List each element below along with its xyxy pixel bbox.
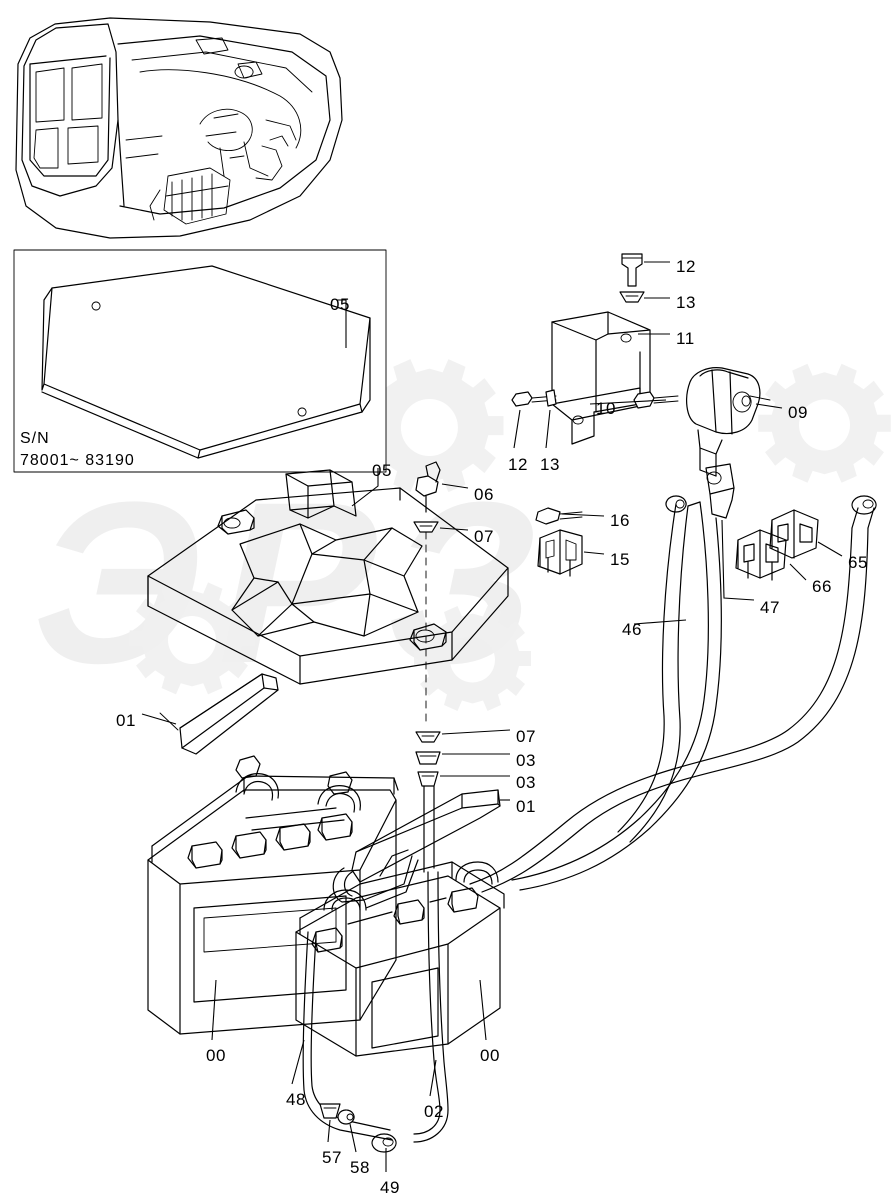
- connector-15-16: [535, 507, 583, 577]
- sn-label: S/N: [20, 430, 50, 447]
- callout-07-upper: 07: [474, 527, 494, 546]
- callout-13-left: 13: [540, 455, 560, 474]
- callout-02: 02: [424, 1102, 444, 1121]
- callout-06: 06: [474, 485, 494, 504]
- callout-48: 48: [286, 1090, 306, 1109]
- callout-05-tray: 05: [330, 295, 350, 314]
- callout-00-right: 00: [480, 1046, 500, 1065]
- rod-01-left: [159, 673, 279, 755]
- solenoid-09: [686, 367, 771, 477]
- callout-46: 46: [622, 620, 642, 639]
- callout-12-top: 12: [676, 257, 696, 276]
- bracket-assembly: [511, 253, 679, 445]
- cable-harness: [469, 463, 877, 893]
- battery-tray: [147, 461, 509, 725]
- callout-58: 58: [350, 1158, 370, 1177]
- callout-65: 65: [848, 553, 868, 572]
- callout-15: 15: [610, 550, 630, 569]
- fastener-stack: [351, 731, 501, 883]
- callout-11: 11: [676, 329, 695, 348]
- battery-assembly: [147, 755, 505, 1153]
- machine-overview-illustration: [15, 17, 343, 239]
- callout-12-left: 12: [508, 455, 528, 474]
- callout-10: 10: [596, 399, 616, 418]
- callout-09: 09: [788, 403, 808, 422]
- sn-range: 78001~ 83190: [20, 452, 135, 469]
- callout-03-a: 03: [516, 751, 536, 770]
- callout-01-left: 01: [116, 711, 136, 730]
- callout-49: 49: [380, 1178, 400, 1197]
- callout-57: 57: [322, 1148, 342, 1167]
- callout-03-b: 03: [516, 773, 536, 792]
- callout-00-left: 00: [206, 1046, 226, 1065]
- serial-number-box: [13, 249, 387, 473]
- callout-07-lower: 07: [516, 727, 536, 746]
- leader-lines: [141, 261, 843, 1172]
- callout-01-right: 01: [516, 797, 536, 816]
- callout-16: 16: [610, 511, 630, 530]
- callout-47: 47: [760, 598, 780, 617]
- callout-13-top: 13: [676, 293, 696, 312]
- callout-05-plate: 05: [372, 461, 392, 480]
- callout-66: 66: [812, 577, 832, 596]
